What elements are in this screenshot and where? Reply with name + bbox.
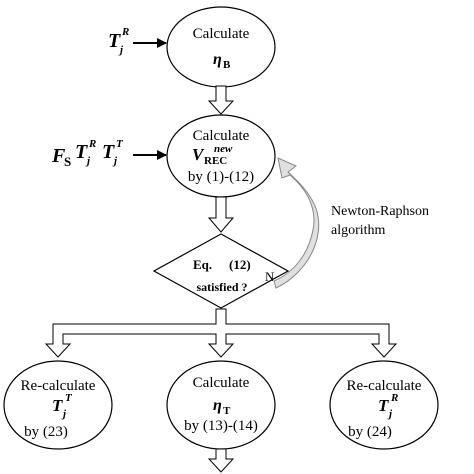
node-mid-line1: Calculate [193, 128, 250, 144]
decision-no-label: N [265, 269, 275, 284]
node-mid-sub: REC [204, 155, 227, 167]
node-center-symbol: η [213, 397, 222, 414]
input-top: T j R [108, 26, 167, 56]
input-mid-t1-sup: R [88, 138, 96, 150]
decision-line1-a: Eq. [193, 257, 212, 272]
node-calculate-vrec: Calculate V new REC by (1)-(12) [166, 114, 276, 198]
distribution-bar [44, 308, 398, 358]
node-right-line1: Re-calculate [347, 378, 422, 394]
node-mid-symbol: V [192, 145, 205, 164]
node-left-sup: T [65, 392, 73, 404]
input-top-sub: j [118, 44, 124, 56]
decision-eq12: Eq. (12) satisfied ? N Y [152, 233, 290, 320]
input-mid-f: F [51, 145, 66, 167]
input-mid-t1-sub: j [85, 155, 91, 167]
input-mid-t1: T [75, 141, 88, 163]
node-left-line3: by (23) [24, 424, 68, 440]
hollow-arrow-bottom [207, 448, 235, 473]
hollow-arrow-1 [207, 85, 235, 115]
decision-line2: satisfied ? [197, 280, 248, 294]
node-right-line3: by (24) [348, 424, 392, 440]
loop-label-line1: Newton-Raphson [331, 204, 429, 219]
node-center-line3: by (13)-(14) [184, 418, 258, 434]
hollow-arrow-2 [207, 196, 235, 233]
input-mid-f-sub: S [64, 154, 71, 169]
node-recalc-tjr: Re-calculate T j R by (24) [329, 360, 439, 450]
decision-line1-b: (12) [229, 257, 251, 272]
input-mid-t2-sup: T [116, 138, 124, 150]
input-mid-t2-sub: j [112, 155, 118, 167]
node-center-line1: Calculate [193, 375, 250, 391]
loop-label-line2: algorithm [331, 223, 386, 238]
node-top-sub: B [223, 59, 231, 71]
node-left-line1: Re-calculate [21, 378, 96, 394]
node-right-sup: R [390, 392, 398, 404]
node-mid-sup: new [214, 143, 233, 155]
node-top-line1: Calculate [193, 26, 250, 42]
node-mid-line3: by (1)-(12) [188, 169, 254, 185]
node-left-sub: j [61, 408, 67, 420]
node-calculate-eta-t: Calculate η T by (13)-(14) [166, 360, 276, 450]
node-right-symbol: T [378, 396, 389, 415]
input-mid-t2: T [102, 141, 115, 163]
input-top-symbol: T [108, 30, 121, 52]
node-calculate-eta-b: Calculate η B [166, 6, 276, 88]
node-center-sub: T [223, 405, 231, 417]
node-recalc-tjt: Re-calculate T j T by (23) [3, 360, 113, 450]
node-top-symbol: η [213, 51, 222, 68]
input-mid: F S T j R T j T [51, 138, 167, 169]
loop-arrow [273, 157, 320, 289]
node-left-symbol: T [52, 396, 63, 415]
node-right-sub: j [387, 408, 393, 420]
input-top-sup: R [121, 26, 129, 38]
